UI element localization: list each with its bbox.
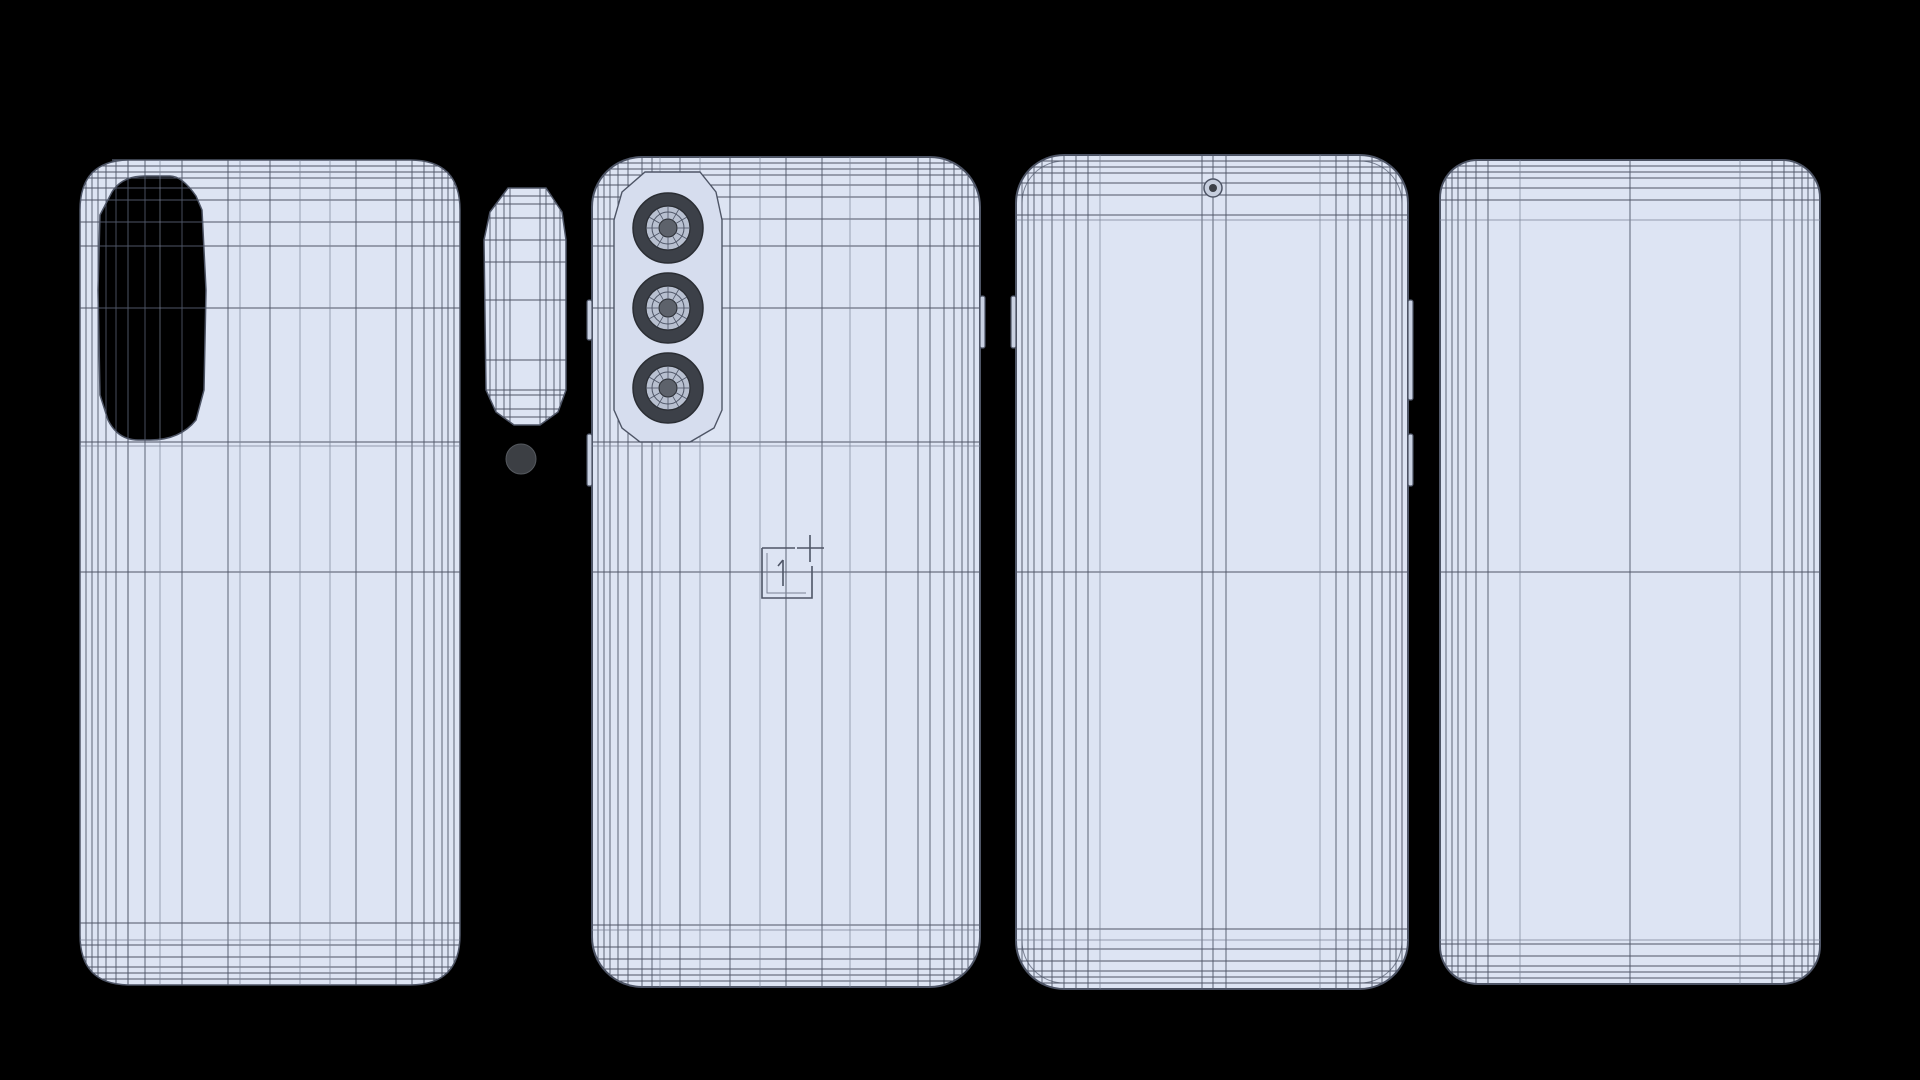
camera-lens-icon [632, 272, 704, 344]
phone-front-wire-grid [1016, 155, 1408, 989]
camera-lens-icon [632, 352, 704, 424]
back-cover-with-camera-cutout[interactable] [79, 159, 461, 986]
camera-plate[interactable] [483, 187, 567, 426]
front-side-buttons [1010, 295, 1414, 487]
camera-lenses [632, 192, 704, 424]
oneplus-logo-icon [761, 535, 824, 599]
screen-panel-wire-grid [1440, 160, 1820, 984]
side-buttons [586, 295, 986, 487]
camera-plate-wire-grid [484, 188, 566, 425]
flash-dot[interactable] [505, 443, 537, 475]
front-camera-icon [1203, 178, 1223, 198]
phone-front[interactable] [1010, 154, 1414, 990]
camera-lens-icon [632, 192, 704, 264]
screen-panel[interactable] [1439, 159, 1821, 985]
phone-back[interactable] [586, 156, 986, 988]
back-cover-wire-grid [80, 160, 460, 985]
